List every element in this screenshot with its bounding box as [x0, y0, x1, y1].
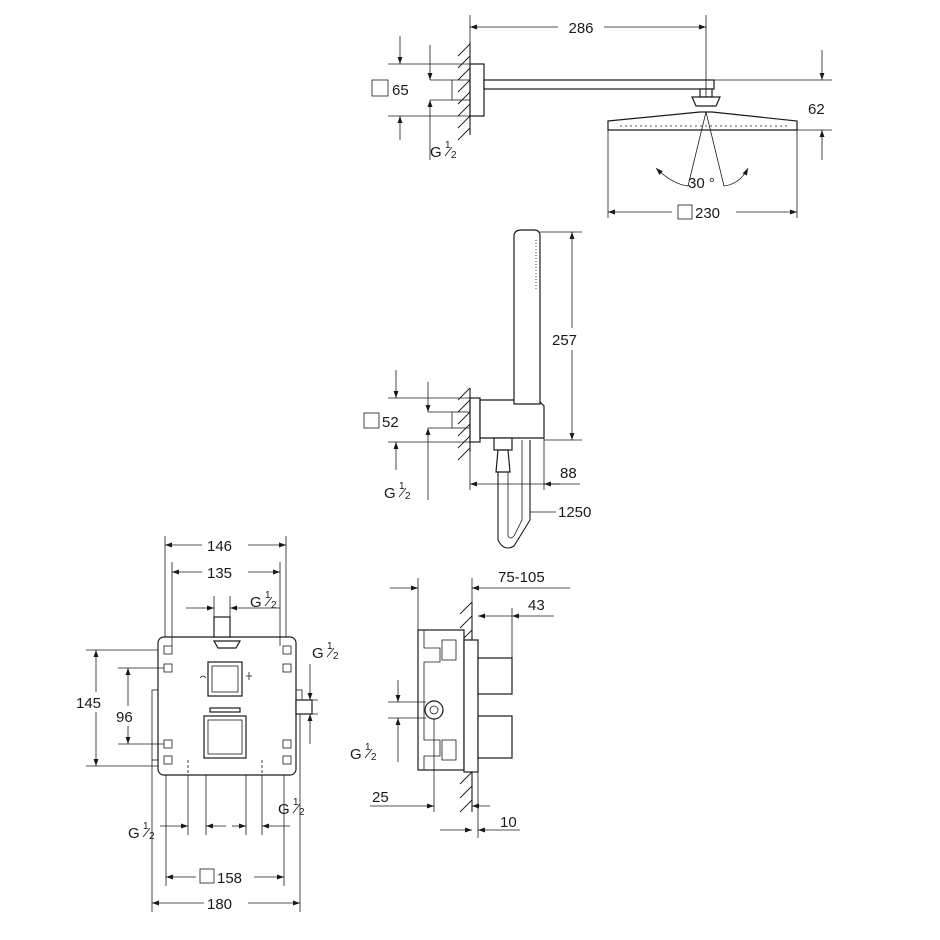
thread-label-valve-top: G — [250, 594, 262, 611]
svg-text:2: 2 — [333, 651, 339, 662]
diverter-knob — [207, 661, 243, 697]
thermostat-knob — [203, 715, 247, 759]
thermostat-knob-side — [477, 715, 513, 759]
dim-overall-width: 180 — [207, 896, 232, 913]
dim-bracket-depth: 88 — [560, 465, 577, 482]
svg-text:2: 2 — [299, 807, 305, 818]
dim-plate-thickness: 10 — [500, 814, 517, 831]
bracket-flange — [469, 397, 481, 443]
ball-joint — [691, 96, 721, 107]
dim-inlet-offset: 25 — [372, 789, 389, 806]
dim-knob-projection: 43 — [528, 597, 545, 614]
shower-head-view: 286 65 G 1 2 62 30 ° 230 — [371, 15, 832, 222]
hand-shower-view: 257 52 G 1 2 88 1250 — [363, 229, 594, 549]
square-symbol — [363, 412, 380, 429]
diverter-knob-side — [477, 657, 513, 695]
svg-text:2: 2 — [271, 600, 277, 611]
wall-flange — [469, 63, 485, 117]
shower-arm — [483, 79, 715, 90]
dim-plate-height: 145 — [76, 695, 101, 712]
dim-flange-size: 65 — [392, 82, 409, 99]
hand-shower-handle — [513, 229, 541, 405]
dim-mount-vspacing: 96 — [116, 709, 133, 726]
cover-plate-side — [463, 639, 479, 773]
dim-tilt-angle: 30 ° — [688, 175, 715, 192]
svg-text:1: 1 — [327, 641, 333, 652]
dim-bracket-size: 52 — [382, 414, 399, 431]
svg-text:2: 2 — [405, 491, 411, 502]
valve-front-view: 146 135 G 1 2 G 1 2 145 96 — [74, 534, 339, 913]
svg-text:1: 1 — [143, 821, 149, 832]
hose-nut — [495, 449, 511, 473]
thread-label-hand: G — [384, 485, 396, 502]
square-symbol — [199, 868, 215, 884]
dim-handle-length: 257 — [552, 332, 577, 349]
dim-cover-size: 158 — [217, 870, 242, 887]
hose — [497, 440, 531, 549]
svg-text:2: 2 — [451, 150, 457, 161]
dim-head-size: 230 — [695, 205, 720, 222]
dim-mount-spacing: 135 — [207, 565, 232, 582]
thread-label-valve-bottom-left: G — [128, 825, 140, 842]
dim-hose-length: 1250 — [558, 504, 591, 521]
inlet-port — [424, 700, 444, 720]
thread-label-side: G — [350, 746, 362, 763]
square-symbol — [677, 204, 693, 220]
rough-in-box — [417, 629, 465, 771]
thread-label-valve-right: G — [312, 645, 324, 662]
wall-hatch-middle — [457, 387, 471, 461]
thread-label-top: G — [430, 144, 442, 161]
svg-text:1: 1 — [445, 140, 451, 151]
valve-side-view: 75-105 43 G 1 2 25 10 — [350, 569, 570, 838]
dim-plate-width: 146 — [207, 538, 232, 555]
right-inlet — [295, 699, 313, 715]
dim-head-height: 62 — [808, 101, 825, 118]
wall-bracket — [479, 399, 545, 439]
dim-install-depth: 75-105 — [498, 569, 545, 586]
square-symbol — [371, 79, 389, 97]
top-inlet — [213, 616, 231, 638]
svg-text:1: 1 — [365, 742, 371, 753]
svg-text:2: 2 — [371, 752, 377, 763]
svg-text:1: 1 — [399, 481, 405, 492]
wall-hatch-top — [457, 42, 471, 141]
svg-text:1: 1 — [293, 797, 299, 808]
svg-text:1: 1 — [265, 590, 271, 601]
dim-arm-length: 286 — [568, 20, 593, 37]
